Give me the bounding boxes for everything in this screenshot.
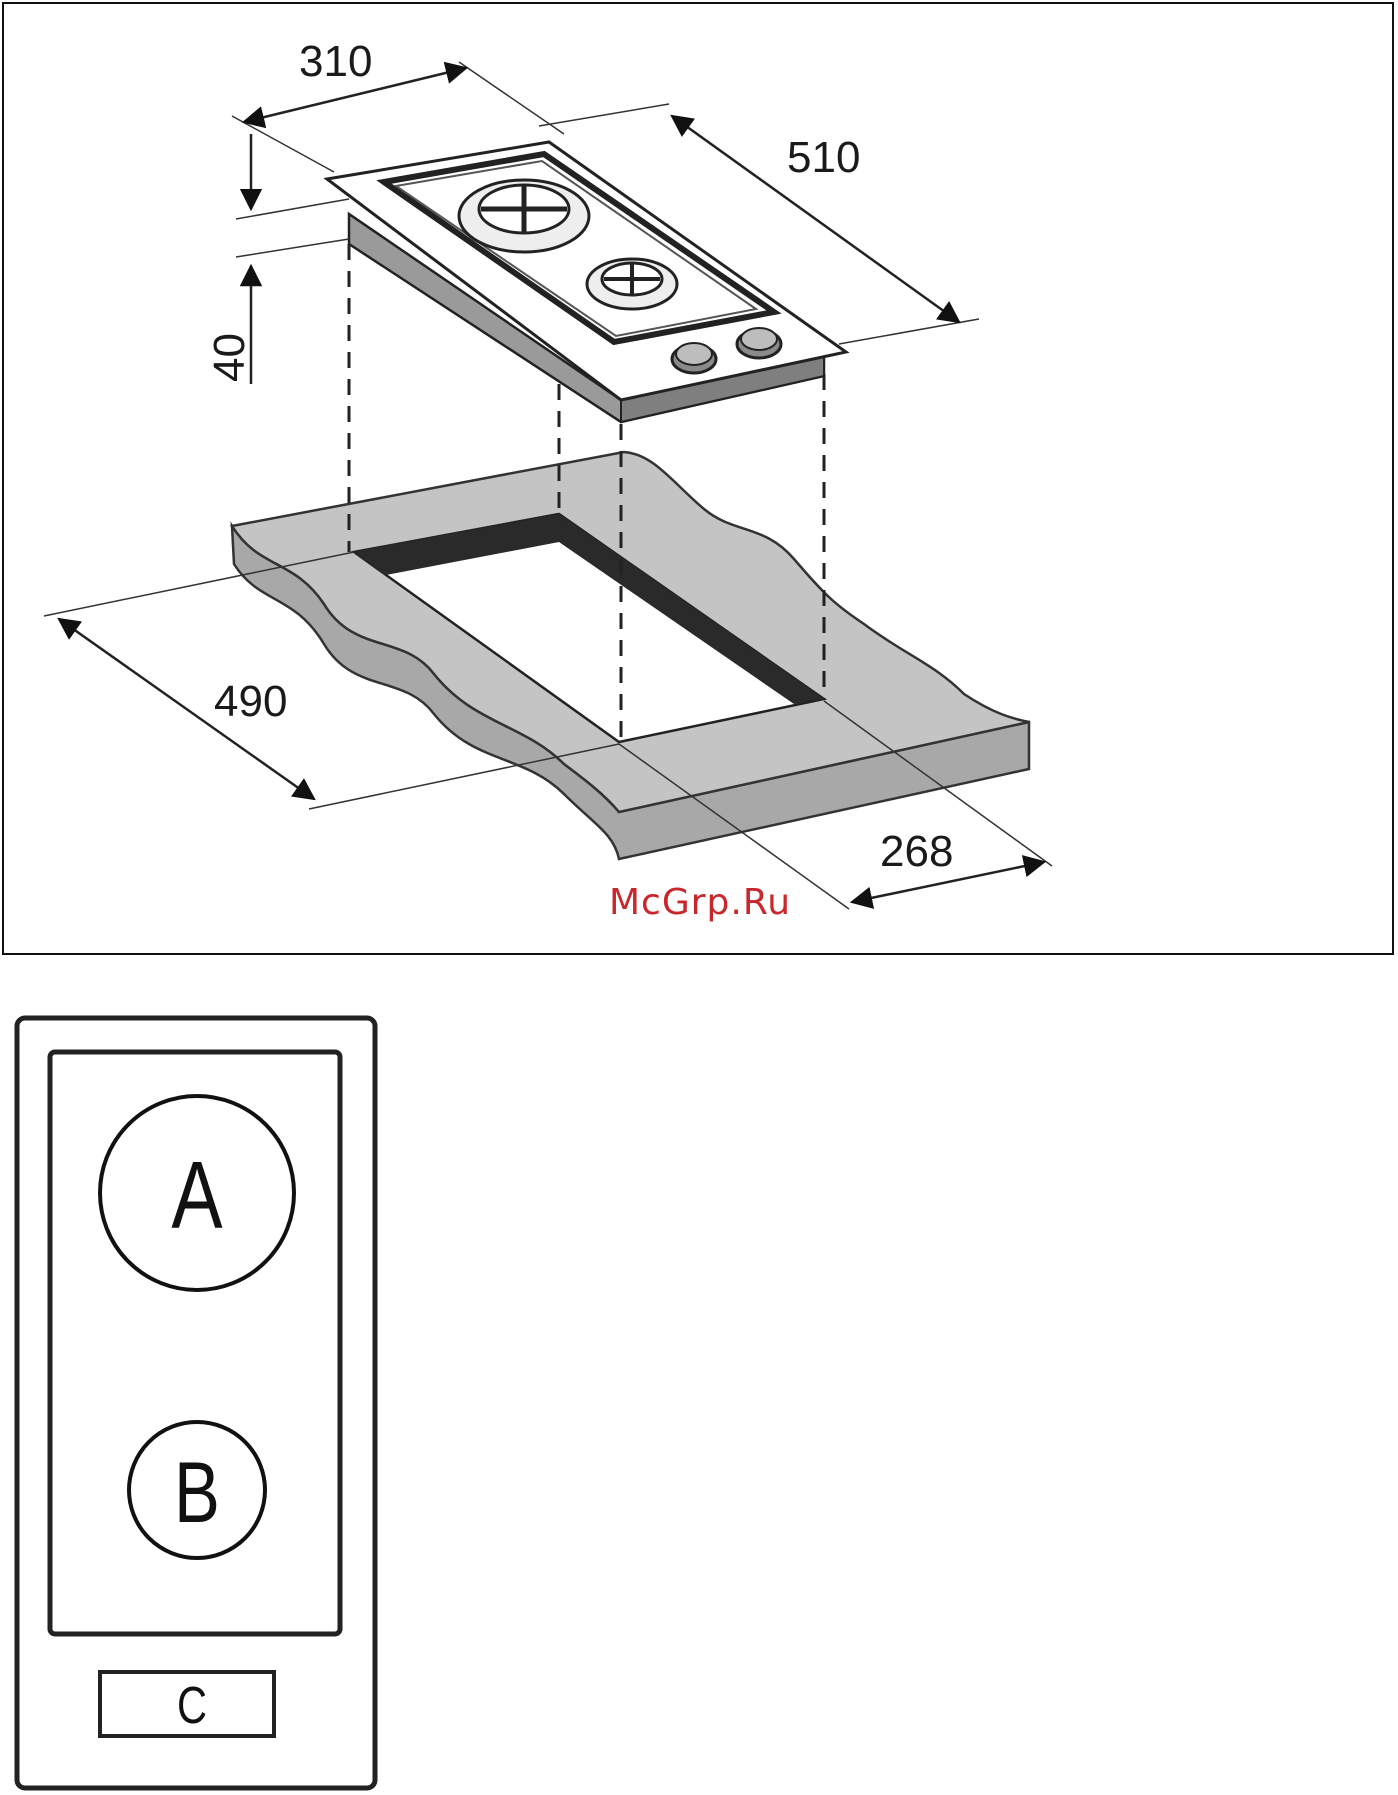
zone-layout-diagram: A B C: [0, 990, 420, 1795]
zone-b-label: B: [174, 1445, 220, 1541]
burner-small-icon: [587, 259, 677, 309]
countertop: [232, 452, 1029, 859]
cooking-surface: [50, 1052, 340, 1634]
width-label: 310: [299, 37, 372, 86]
height-label: 40: [205, 333, 254, 382]
installation-diagram: 310 510 40 490 268: [4, 4, 1396, 957]
control-panel: C: [100, 1672, 274, 1736]
control-panel-label: C: [177, 1676, 207, 1735]
watermark-text: McGrp.Ru: [609, 882, 791, 923]
zone-a-label: A: [171, 1142, 222, 1249]
burner-large-icon: [459, 180, 589, 252]
dimension-height: 40: [205, 134, 349, 384]
cutout-depth-label: 490: [214, 677, 287, 726]
cutout-width-label: 268: [880, 827, 953, 876]
installation-diagram-panel: 310 510 40 490 268: [2, 2, 1394, 955]
depth-label: 510: [787, 133, 860, 182]
